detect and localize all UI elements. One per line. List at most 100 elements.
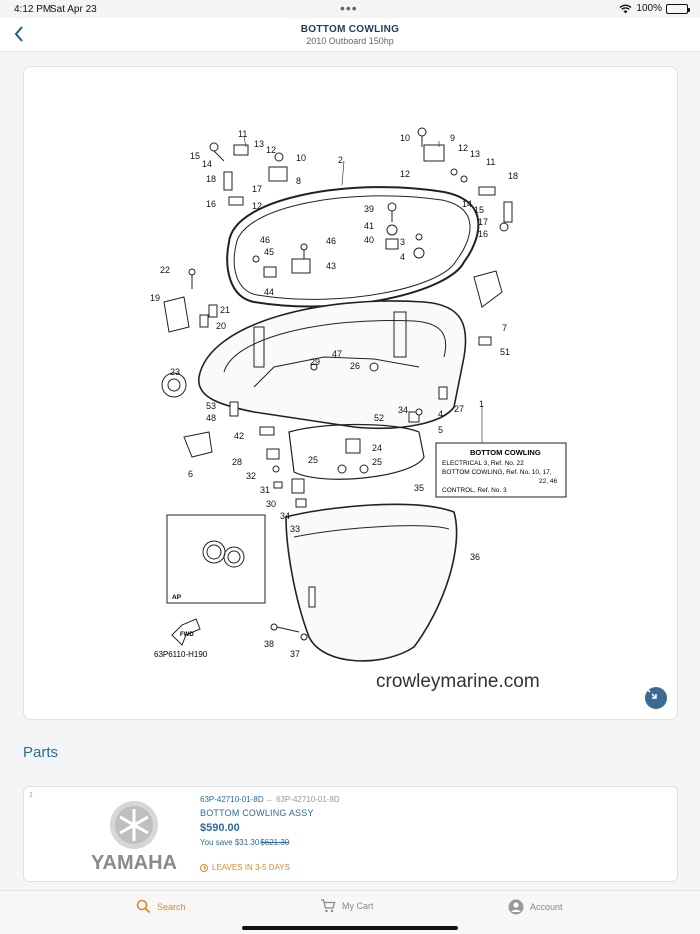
expand-button[interactable] [645,687,667,709]
svg-text:29: 29 [310,357,320,367]
inset-box: AP [166,514,266,604]
svg-text:39: 39 [364,204,374,214]
wifi-icon [619,4,632,13]
svg-text:36: 36 [470,552,480,562]
svg-text:11: 11 [238,129,247,139]
status-time: 4:12 PM [14,4,52,15]
svg-text:22, 46: 22, 46 [539,478,557,485]
svg-text:15: 15 [190,151,200,161]
page-subtitle: 2010 Outboard 150hp [306,36,394,46]
svg-text:YAMAHA: YAMAHA [91,852,177,874]
battery-percent: 100% [636,3,662,14]
legend-box: BOTTOM COWLING ELECTRICAL 3, Ref. No. 22… [435,442,567,498]
svg-text:32: 32 [246,471,256,481]
part-number-row: 63P-42710-01-8D ← 63P-42710-01-8D [200,795,340,804]
svg-text:13: 13 [254,139,264,149]
svg-text:ELECTRICAL 3, Ref. No. 22: ELECTRICAL 3, Ref. No. 22 [442,460,524,467]
tab-account[interactable]: Account [508,899,563,915]
svg-text:2: 2 [338,155,343,165]
svg-text:FWD: FWD [180,632,194,638]
svg-text:37: 37 [290,649,300,659]
status-bar: 4:12 PM Sat Apr 23 ••• 100% [0,0,700,18]
svg-text:47: 47 [332,349,342,359]
svg-text:19: 19 [150,293,160,303]
account-icon [508,899,524,915]
svg-text:AP: AP [172,594,182,601]
svg-text:CONTROL, Ref. No. 3: CONTROL, Ref. No. 3 [442,487,507,494]
nav-header: BOTTOM COWLING 2010 Outboard 150hp [0,18,700,52]
svg-text:43: 43 [326,261,336,271]
svg-text:35: 35 [414,483,424,493]
svg-text:46: 46 [326,236,336,246]
svg-text:4: 4 [438,409,443,419]
svg-text:40: 40 [364,235,374,245]
status-right: 100% [619,3,690,14]
svg-text:10: 10 [296,153,306,163]
part-name[interactable]: BOTTOM COWLING ASSY [200,808,314,818]
battery-icon [666,3,690,14]
svg-text:14: 14 [202,159,212,169]
svg-text:5: 5 [438,425,443,435]
svg-text:25: 25 [372,457,382,467]
svg-text:30: 30 [266,499,276,509]
page-title: BOTTOM COWLING [300,24,400,35]
fwd-arrow: FWD [171,618,201,646]
svg-text:3: 3 [400,237,405,247]
svg-text:23: 23 [170,367,180,377]
chevron-left-icon [14,26,23,42]
multitask-dots-icon[interactable]: ••• [340,0,358,16]
tab-my-cart[interactable]: My Cart [320,899,374,913]
svg-text:45: 45 [264,247,274,257]
svg-text:12: 12 [458,143,468,153]
svg-text:22: 22 [160,265,170,275]
svg-text:31: 31 [260,485,270,495]
svg-text:48: 48 [206,413,216,423]
exploded-diagram: 11 13 12 15 14 10 8 18 17 16 12 2 10 9 1… [150,127,567,692]
savings-text: You save $31.30$621.30 [200,838,290,847]
svg-text:20: 20 [216,321,226,331]
alt-part-number: ← 63P-42710-01-8D [265,795,340,804]
svg-text:42: 42 [234,431,244,441]
svg-text:13: 13 [470,149,480,159]
svg-text:6: 6 [188,469,193,479]
svg-text:51: 51 [500,347,510,357]
svg-text:12: 12 [266,145,276,155]
svg-text:52: 52 [374,413,384,423]
svg-text:27: 27 [454,404,464,414]
svg-text:46: 46 [260,235,270,245]
svg-text:17: 17 [478,217,488,227]
svg-text:BOTTOM COWLING: BOTTOM COWLING [470,448,541,457]
tab-bar: Search My Cart Account [0,890,700,934]
svg-text:34: 34 [280,511,290,521]
part-number[interactable]: 63P-42710-01-8D [200,795,264,804]
svg-text:17: 17 [252,184,262,194]
svg-text:34: 34 [398,405,408,415]
tab-search[interactable]: Search [136,899,186,914]
search-icon [136,899,151,914]
svg-text:16: 16 [206,199,216,209]
part-price: $590.00 [200,822,240,834]
svg-text:7: 7 [502,323,507,333]
svg-text:21: 21 [220,305,230,315]
svg-text:14: 14 [462,199,472,209]
svg-text:8: 8 [296,176,301,186]
home-indicator[interactable] [242,926,458,930]
svg-text:38: 38 [264,639,274,649]
svg-text:41: 41 [364,221,374,231]
old-price: $621.30 [260,838,290,847]
shipping-status: LEAVES IN 3-5 DAYS [200,863,290,872]
svg-text:33: 33 [290,524,300,534]
yamaha-logo: YAMAHA [69,795,199,875]
svg-text:26: 26 [350,361,360,371]
svg-text:18: 18 [508,171,518,181]
svg-text:44: 44 [264,287,274,297]
svg-text:15: 15 [474,205,484,215]
parts-diagram[interactable]: 11 13 12 15 14 10 8 18 17 16 12 2 10 9 1… [23,66,678,720]
back-button[interactable] [8,22,30,46]
svg-text:53: 53 [206,401,216,411]
part-card[interactable]: 1 YAMAHA 63P-42710-01-8D ← 63P-42710-01-… [23,786,678,882]
svg-text:crowleymarine.com: crowleymarine.com [376,671,540,692]
callout-numbers: 11 13 12 15 14 10 8 18 17 16 12 2 10 9 1… [150,129,518,659]
svg-text:4: 4 [400,252,405,262]
cart-icon [321,899,336,913]
